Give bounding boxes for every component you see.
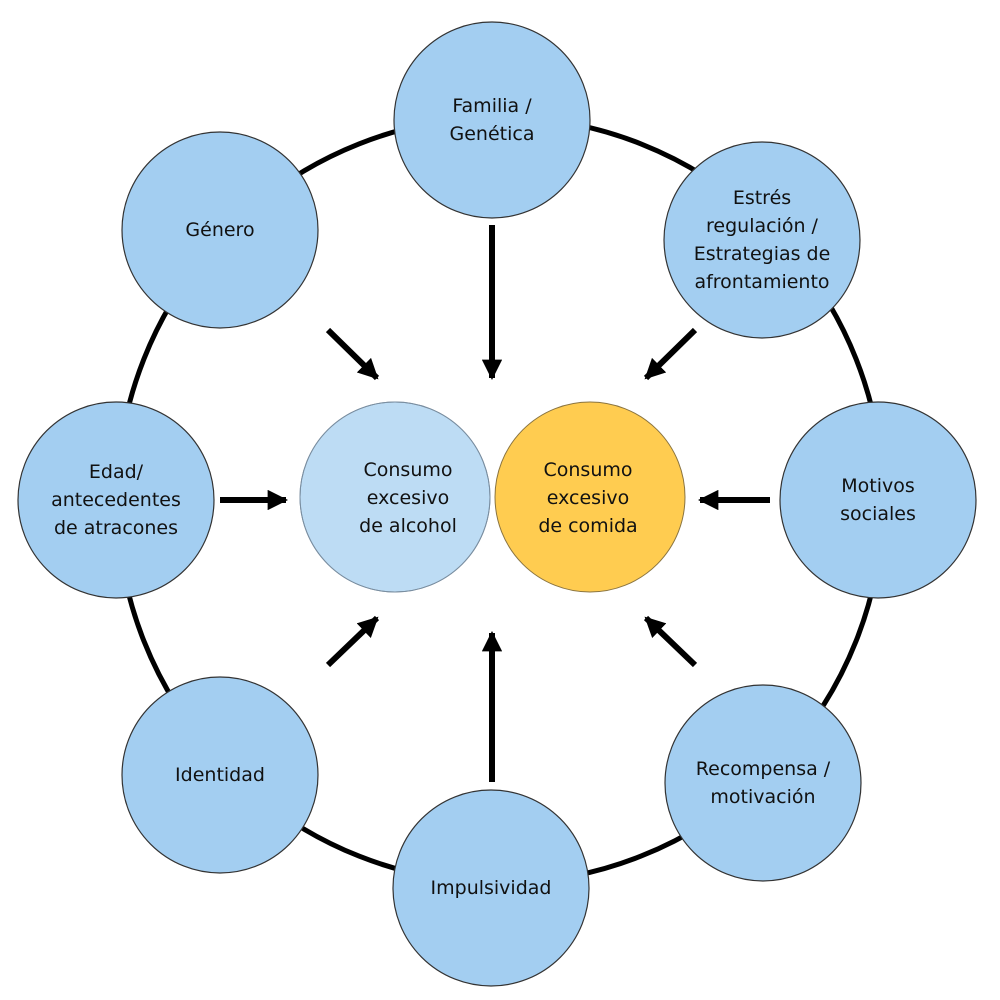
factor-circle-edad-antecedentes[interactable] <box>17 401 215 599</box>
arrow-identidad <box>325 615 380 668</box>
factor-circle-identidad[interactable] <box>121 676 319 874</box>
factor-circle-recompensa-motivacion[interactable] <box>664 684 862 882</box>
arrow-genero <box>325 327 380 381</box>
arrow-estres-regulacion <box>643 327 698 381</box>
venn-circle-alcohol[interactable] <box>299 401 491 593</box>
venn-left-outline <box>299 401 491 593</box>
factor-circle-genero[interactable] <box>121 131 319 329</box>
factor-circle-familia-genetica[interactable] <box>393 21 591 219</box>
arrow-recompensa-motivacion <box>643 615 698 668</box>
venn-circle-comida[interactable] <box>494 401 686 593</box>
factor-circle-motivos-sociales[interactable] <box>779 401 977 599</box>
factor-circle-impulsividad[interactable] <box>392 789 590 987</box>
factor-circle-estres-regulacion[interactable] <box>663 141 861 339</box>
venn-diagram <box>299 401 686 593</box>
